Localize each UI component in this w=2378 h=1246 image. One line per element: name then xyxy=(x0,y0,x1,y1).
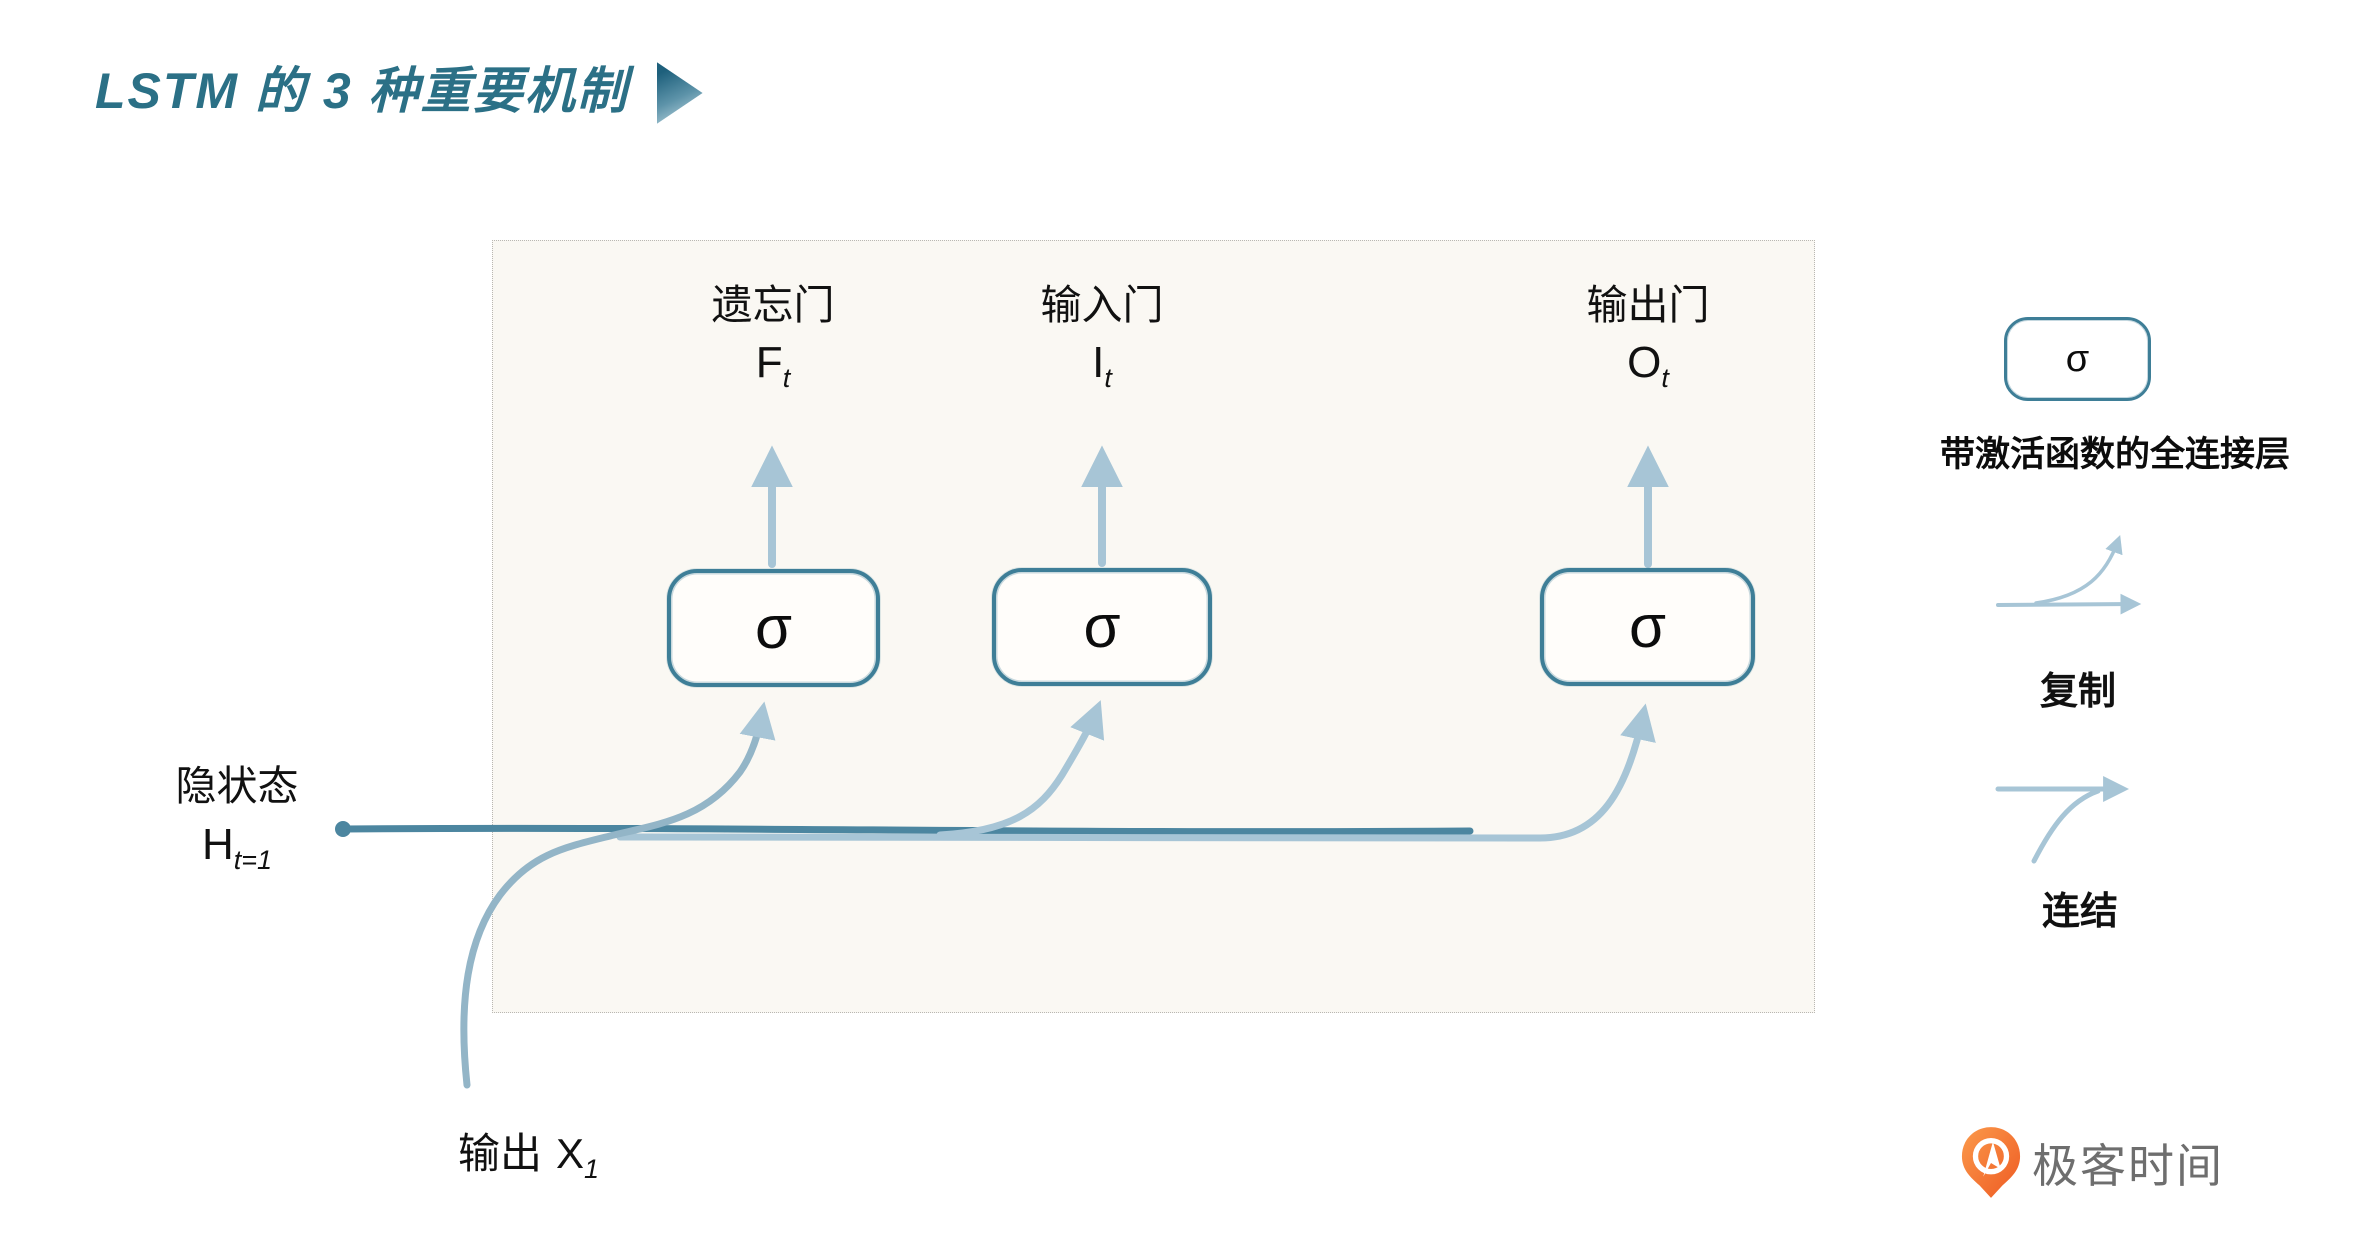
hidden-state-label: 隐状态 Ht=1 xyxy=(87,752,387,876)
copy-split-branch-icon xyxy=(2034,535,2123,605)
geektime-logo-icon xyxy=(1961,1127,2021,1198)
input-gate-formula: It xyxy=(942,338,1262,394)
sigma-symbol: σ xyxy=(1083,593,1121,660)
brand-text: 极客时间 xyxy=(2032,1140,2224,1192)
input-gate-label: 输入门 It xyxy=(942,282,1262,394)
legend-concat-label: 连结 xyxy=(2041,891,2118,933)
output-gate-name: 输出门 xyxy=(1586,282,1710,328)
input-gate-symbol: I xyxy=(1092,338,1105,388)
hidden-state-formula: Ht=1 xyxy=(87,820,387,876)
input-gate-name: 输入门 xyxy=(1040,282,1164,328)
input-label: 输出 X1 xyxy=(458,1120,599,1185)
forget-gate-label: 遗忘门 Ft xyxy=(613,282,933,394)
title-arrow-icon xyxy=(656,62,703,124)
copy-split-arrow-icon xyxy=(1996,593,2142,615)
output-gate-sigma-box: σ xyxy=(1540,568,1755,686)
output-gate-label: 输出门 Ot xyxy=(1488,282,1808,394)
forget-gate-name: 遗忘门 xyxy=(711,282,835,328)
title-row: LSTM 的 3 种重要机制 xyxy=(95,58,703,124)
hidden-state-symbol: H xyxy=(201,820,234,869)
legend-activation-box: σ xyxy=(2004,317,2151,401)
concat-merge-branch-icon xyxy=(2031,788,2101,864)
legend-activation-label: 带激活函数的全连接层 xyxy=(1939,435,2290,474)
forget-gate-formula: Ft xyxy=(613,338,933,394)
hidden-state-name: 隐状态 xyxy=(175,763,299,809)
output-gate-subscript: t xyxy=(1661,363,1669,394)
input-gate-sigma-box: σ xyxy=(992,568,1212,686)
forget-gate-symbol: F xyxy=(755,338,783,388)
input-subscript: 1 xyxy=(584,1154,600,1184)
forget-gate-subscript: t xyxy=(782,363,791,394)
geektime-logo: 极客时间 xyxy=(1960,1126,2224,1200)
sigma-symbol: σ xyxy=(1628,593,1667,660)
hidden-state-subscript: t=1 xyxy=(233,845,273,875)
input-label-text: 输出 xyxy=(458,1130,543,1177)
legend-sigma-symbol: σ xyxy=(2065,337,2090,380)
input-gate-subscript: t xyxy=(1104,363,1112,394)
output-gate-symbol: O xyxy=(1627,338,1662,388)
forget-gate-sigma-box: σ xyxy=(667,569,880,687)
sigma-symbol: σ xyxy=(754,594,793,661)
input-symbol: X xyxy=(556,1130,585,1177)
legend-copy-label: 复制 xyxy=(2039,671,2116,713)
output-gate-formula: Ot xyxy=(1488,338,1808,394)
page-title: LSTM 的 3 种重要机制 xyxy=(95,63,629,119)
